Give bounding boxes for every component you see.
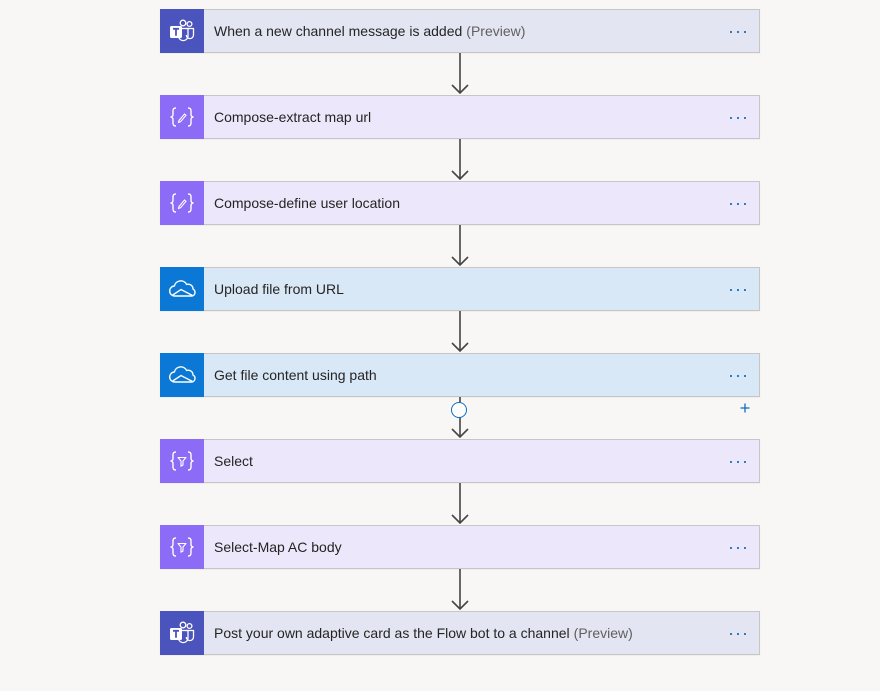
flow-connector <box>160 397 760 439</box>
flow-connector <box>160 225 760 267</box>
onedrive-icon <box>160 267 204 311</box>
step-title: Compose-extract map url <box>214 109 372 125</box>
select-icon <box>160 439 204 483</box>
step-title: Select-Map AC body <box>214 539 342 555</box>
step-title: Upload file from URL <box>214 281 344 297</box>
compose-icon <box>160 95 204 139</box>
insert-step-button[interactable] <box>451 402 750 418</box>
step-title: Get file content using path <box>214 367 377 383</box>
flow-step-compose-define-user-location[interactable]: Compose-define user location ··· <box>160 181 760 225</box>
select-icon <box>160 525 204 569</box>
more-options-button[interactable]: ··· <box>728 451 749 471</box>
more-options-button[interactable]: ··· <box>728 365 749 385</box>
flow-connector <box>160 53 760 95</box>
flow-canvas: When a new channel message is added(Prev… <box>160 9 760 655</box>
more-options-button[interactable]: ··· <box>728 193 749 213</box>
flow-step-get-file-content-using-path[interactable]: Get file content using path ··· <box>160 353 760 397</box>
step-title: When a new channel message is added(Prev… <box>214 23 526 39</box>
flow-step-post-adaptive-card[interactable]: Post your own adaptive card as the Flow … <box>160 611 760 655</box>
flow-step-select[interactable]: Select ··· <box>160 439 760 483</box>
more-options-button[interactable]: ··· <box>728 537 749 557</box>
flow-step-trigger[interactable]: When a new channel message is added(Prev… <box>160 9 760 53</box>
step-title: Select <box>214 453 253 469</box>
teams-icon <box>160 611 204 655</box>
flow-connector <box>160 311 760 353</box>
flow-step-select-map-ac-body[interactable]: Select-Map AC body ··· <box>160 525 760 569</box>
more-options-button[interactable]: ··· <box>728 21 749 41</box>
onedrive-icon <box>160 353 204 397</box>
more-options-button[interactable]: ··· <box>728 623 749 643</box>
plus-icon <box>740 403 750 413</box>
flow-step-upload-file-from-url[interactable]: Upload file from URL ··· <box>160 267 760 311</box>
flow-step-compose-extract-map-url[interactable]: Compose-extract map url ··· <box>160 95 760 139</box>
compose-icon <box>160 181 204 225</box>
teams-icon <box>160 9 204 53</box>
more-options-button[interactable]: ··· <box>728 279 749 299</box>
more-options-button[interactable]: ··· <box>728 107 749 127</box>
step-title: Post your own adaptive card as the Flow … <box>214 625 633 641</box>
flow-connector <box>160 139 760 181</box>
flow-connector <box>160 569 760 611</box>
flow-connector <box>160 483 760 525</box>
step-title: Compose-define user location <box>214 195 400 211</box>
